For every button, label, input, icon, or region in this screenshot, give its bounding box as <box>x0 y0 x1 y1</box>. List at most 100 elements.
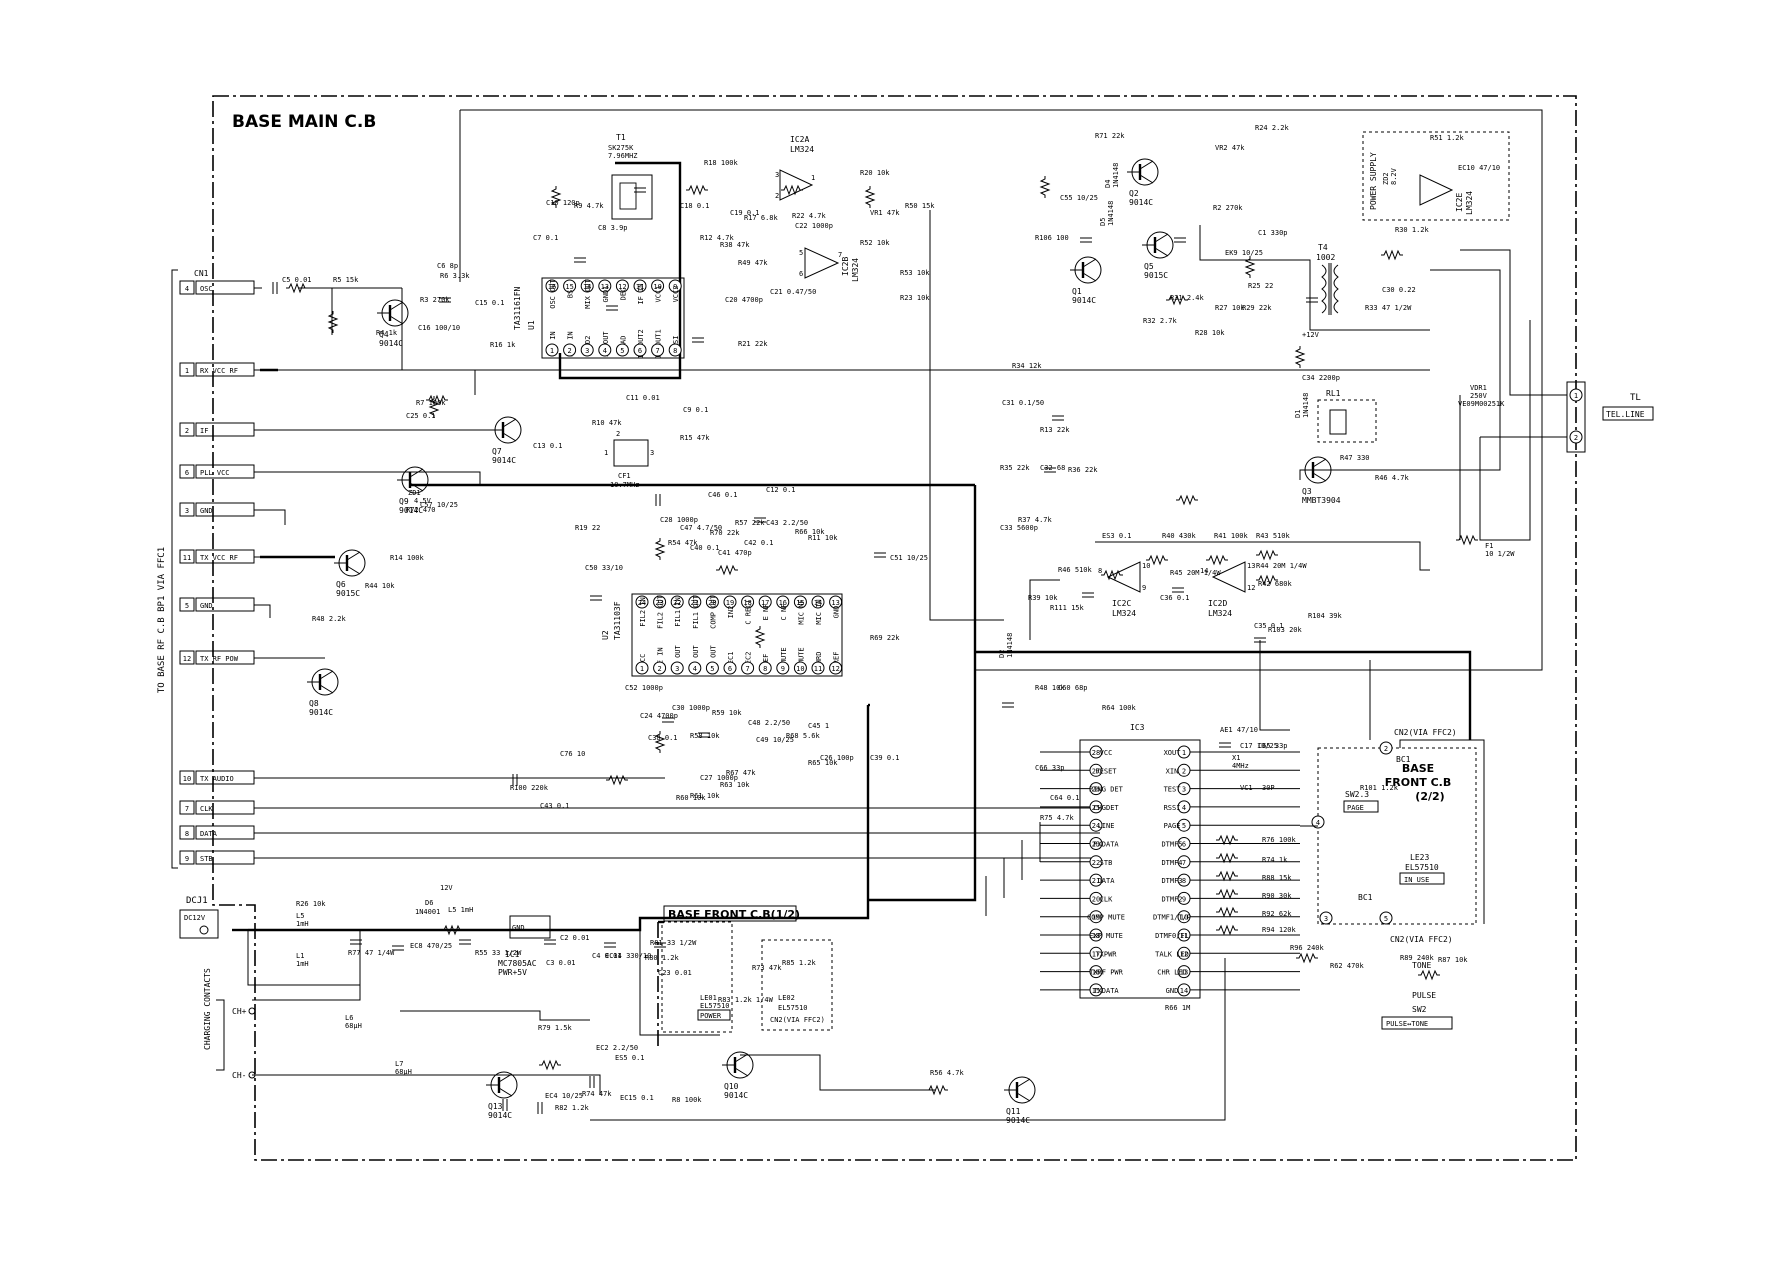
cn1-pin-number: 6 <box>185 469 189 477</box>
cn1-pin-label: CLK <box>200 805 213 813</box>
pin-label: E NF <box>762 604 770 621</box>
part-ref-r63: R63 10k <box>720 781 750 789</box>
part-ref-r13: R13 22k <box>1040 426 1070 434</box>
transistor-part: 9014C <box>724 1091 748 1100</box>
part-ref-r4: R4 1k <box>376 329 398 337</box>
svg-text:20: 20 <box>708 599 716 607</box>
part-ref-c27: C27 1000p <box>700 774 738 782</box>
svg-text:6: 6 <box>799 270 803 278</box>
part-ref-r27: R27 10k <box>1215 304 1245 312</box>
svg-text:16: 16 <box>779 599 787 607</box>
part-ref-r8: R8 100k <box>672 1096 702 1104</box>
pin-label: IF IN <box>637 283 645 304</box>
pin-label: RSSI <box>1164 804 1181 812</box>
side-brace <box>171 269 178 869</box>
pin-label: DTMF4 <box>1161 859 1182 867</box>
svg-text:IC3: IC3 <box>1130 723 1145 732</box>
svg-text:10.7MHz: 10.7MHz <box>610 481 640 489</box>
part-ref-c30: C30 0.22 <box>1382 286 1416 294</box>
part-label-d4: 1N4148 <box>1112 163 1120 188</box>
transistor-part: 9014C <box>309 708 333 717</box>
part-ref-c41: C41 470p <box>718 549 752 557</box>
part-label-vc1: 30P <box>1262 784 1275 792</box>
pin-label: COMP OUT <box>709 594 717 629</box>
resistor <box>1456 534 1478 546</box>
svg-text:12: 12 <box>1247 584 1255 592</box>
ic-u2: TA31103F U2 <box>601 593 843 677</box>
resistor <box>286 282 308 294</box>
part-ref-r12: R12 4.7k <box>700 234 735 242</box>
part-ref-r65: R65 10k <box>808 759 838 767</box>
part-label-d1: D1 <box>1294 410 1302 418</box>
resistor <box>1216 906 1238 918</box>
pin-label: REC2 <box>745 652 753 669</box>
pin-label: REC1 <box>727 652 735 669</box>
cn1-label: CN1 <box>194 269 209 278</box>
part-ref-r42: R42 680k <box>1258 580 1293 588</box>
svg-text:IC1: IC1 <box>505 950 520 959</box>
svg-text:5: 5 <box>620 347 624 355</box>
sw23-name: SW2.3 <box>1345 790 1369 799</box>
regulator-ic1: GND IC1 MC7805AC PWR+5V <box>498 915 551 977</box>
resistor <box>1294 346 1306 368</box>
part-label-d1: 1N4148 <box>1302 393 1310 418</box>
part-ref-r32: R32 2.7k <box>1143 317 1178 325</box>
part-ref-l5: L5 1mH <box>448 906 473 914</box>
pin-label: VCC2 <box>672 286 680 303</box>
u2-pins-pin-7: 7C RECT <box>741 599 755 675</box>
svg-text:25: 25 <box>1092 804 1100 812</box>
svg-text:TEL.LINE: TEL.LINE <box>1606 410 1645 419</box>
part-ref-r44: R44 10k <box>365 582 395 590</box>
pin-label: REF <box>762 654 770 667</box>
part-ref-r66: R66 10k <box>795 528 825 536</box>
pin-label: E MUTE <box>780 647 788 672</box>
part-ref-c17: C17 10/25 <box>1240 742 1278 750</box>
pin-label: RESET <box>1095 767 1117 775</box>
part-label-le02: LE02 <box>778 994 795 1002</box>
part-ref-vr1: VR1 47k <box>870 209 900 217</box>
svg-text:21: 21 <box>1092 877 1100 885</box>
part-ref-r29: R29 22k <box>1242 304 1272 312</box>
svg-text:20: 20 <box>1092 895 1100 903</box>
pin-label: GND <box>833 606 841 619</box>
svg-text:4: 4 <box>1182 804 1186 812</box>
svg-text:3: 3 <box>775 171 779 179</box>
svg-text:22: 22 <box>1092 859 1100 867</box>
pin-label: GND1 <box>602 286 610 303</box>
svg-text:14: 14 <box>1200 567 1208 575</box>
part-ref-c64: C64 0.1 <box>1050 794 1080 802</box>
svg-text:1: 1 <box>811 174 815 182</box>
svg-text:3: 3 <box>1324 915 1328 923</box>
board-title: BASE MAIN C.B <box>232 112 376 132</box>
part-ref-ec10: EC10 47/10 <box>1458 164 1500 172</box>
part-ref-c8: C8 3.9p <box>598 224 628 232</box>
pin-label: TALK LED <box>1155 950 1189 958</box>
part-ref-r71: R71 22k <box>1095 132 1125 140</box>
pin-label: DEC <box>619 288 627 301</box>
part-ref-r10: R10 47k <box>592 419 622 427</box>
resistor <box>686 184 708 196</box>
svg-text:4: 4 <box>603 347 607 355</box>
cn1-pin-number: 11 <box>183 554 191 562</box>
svg-text:POWER: POWER <box>700 1012 722 1020</box>
svg-text:10: 10 <box>1142 562 1150 570</box>
part-label-d2: D2 <box>998 650 1006 658</box>
part-ref-r6: R6 3.3k <box>440 272 470 280</box>
transistor-part: 9014C <box>1072 296 1096 305</box>
svg-text:16: 16 <box>548 283 556 291</box>
part-ref-ae1: AE1 47/10 <box>1220 726 1258 734</box>
svg-text:3: 3 <box>1182 786 1186 794</box>
relay-rl1: RL1 <box>1317 389 1377 443</box>
part-ref-ec15: EC15 0.1 <box>620 1094 654 1102</box>
u2-pins-pin-15: 15C MUTE <box>793 595 807 673</box>
pin-label: DTMF5 <box>1161 841 1182 849</box>
